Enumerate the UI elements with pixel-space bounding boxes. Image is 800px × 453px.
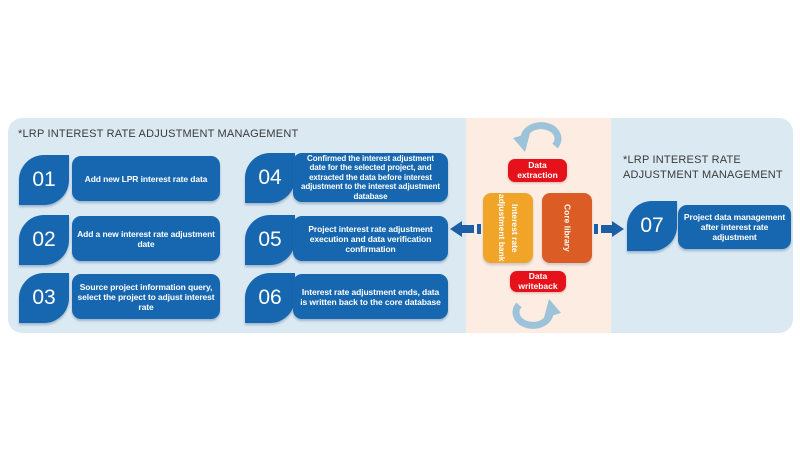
step-text: Add a new interest rate adjustment date xyxy=(77,228,215,249)
data-writeback-tag: Data writeback xyxy=(510,271,566,292)
step-text: Confirmed the interest adjustment date f… xyxy=(301,153,440,201)
step-box-01: Add new LPR interest rate data xyxy=(72,156,220,201)
core-library-box: Core library xyxy=(542,193,592,263)
step-badge-01: 01 xyxy=(19,155,69,205)
step-text: Add new LPR interest rate data xyxy=(84,173,208,184)
step-number: 02 xyxy=(32,228,56,251)
step-text: Project data management after interest r… xyxy=(683,212,786,242)
left-section-title: *LRP INTEREST RATE ADJUSTMENT MANAGEMENT xyxy=(18,128,299,140)
step-number: 04 xyxy=(258,166,282,189)
step-text: Source project information query, select… xyxy=(77,281,215,312)
step-number: 03 xyxy=(32,286,56,309)
step-number: 06 xyxy=(258,286,282,309)
flow-arrow-left-icon xyxy=(450,221,481,237)
step-badge-07: 07 xyxy=(627,201,677,251)
step-box-04: Confirmed the interest adjustment date f… xyxy=(293,153,448,202)
vbox-label: Core library xyxy=(562,204,573,252)
step-box-02: Add a new interest rate adjustment date xyxy=(72,216,220,261)
step-badge-02: 02 xyxy=(19,215,69,265)
step-badge-03: 03 xyxy=(19,273,69,323)
step-number: 05 xyxy=(258,228,282,251)
vbox-label: Interest rate adjustment bank xyxy=(497,194,520,262)
tag-label: Data writeback xyxy=(518,271,558,291)
step-box-03: Source project information query, select… xyxy=(72,274,220,319)
step-badge-06: 06 xyxy=(245,273,295,323)
step-box-05: Project interest rate adjustment executi… xyxy=(293,216,448,261)
main-panel: *LRP INTEREST RATE ADJUSTMENT MANAGEMENT… xyxy=(8,118,793,333)
step-number: 07 xyxy=(640,214,664,237)
tag-label: Data extraction xyxy=(517,160,558,180)
step-number: 01 xyxy=(32,168,56,191)
cycle-arrow-top-icon xyxy=(513,122,562,152)
step-box-07: Project data management after interest r… xyxy=(678,205,791,249)
step-text: Project interest rate adjustment executi… xyxy=(308,223,433,254)
step-badge-05: 05 xyxy=(245,215,295,265)
data-extraction-tag: Data extraction xyxy=(508,159,567,182)
flow-arrow-right-icon xyxy=(594,221,624,237)
cycle-arrow-bottom-icon xyxy=(512,299,561,329)
right-section-title: *LRP INTEREST RATE ADJUSTMENT MANAGEMENT xyxy=(623,154,783,181)
interest-rate-adjustment-bank-box: Interest rate adjustment bank xyxy=(483,193,533,263)
step-box-06: Interest rate adjustment ends, data is w… xyxy=(293,274,448,319)
step-text: Interest rate adjustment ends, data is w… xyxy=(300,286,441,307)
step-badge-04: 04 xyxy=(245,153,295,203)
